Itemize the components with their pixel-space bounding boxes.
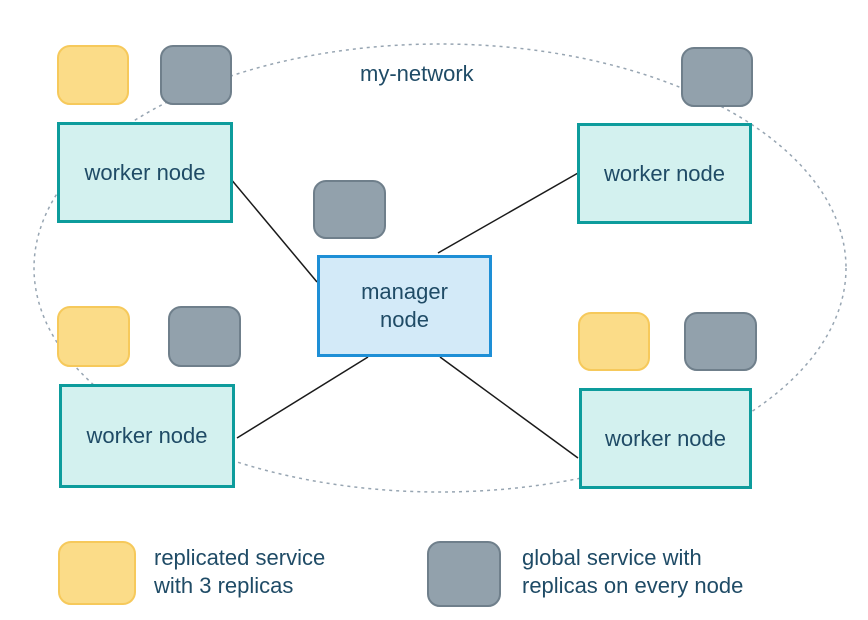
global-service-icon <box>168 306 241 367</box>
link-manager-to-worker-bottom-left <box>236 356 369 439</box>
replicated-service-icon <box>578 312 650 371</box>
global-service-icon <box>427 541 501 607</box>
legend-global-line2: replicas on every node <box>522 573 744 598</box>
link-manager-to-worker-top-right <box>437 172 579 254</box>
network-boundary-ellipse <box>33 43 847 493</box>
legend-global-service: global service with replicas on every no… <box>427 541 807 607</box>
legend-replicated-service: replicated service with 3 replicas <box>58 541 388 605</box>
worker-node-bottom-left: worker node <box>59 384 235 488</box>
global-service-icon <box>160 45 232 105</box>
worker-node-bottom-right: worker node <box>579 388 752 489</box>
replicated-service-icon <box>57 306 130 367</box>
worker-node-label: worker node <box>603 160 726 186</box>
replicated-service-icon <box>58 541 136 605</box>
manager-node: manager node <box>317 255 492 357</box>
global-service-icon <box>313 180 386 239</box>
replicated-service-icon <box>57 45 129 105</box>
manager-node-label: manager node <box>361 279 448 332</box>
worker-node-top-right: worker node <box>577 123 752 224</box>
link-worker-top-left-to-manager <box>229 177 318 283</box>
legend-global-text: global service with replicas on every no… <box>522 544 743 600</box>
legend-global-line1: global service with <box>522 545 702 570</box>
global-service-icon <box>681 47 753 107</box>
legend-replicated-text: replicated service with 3 replicas <box>154 544 325 600</box>
worker-node-top-left: worker node <box>57 122 233 223</box>
legend-replicated-line2: with 3 replicas <box>154 573 294 598</box>
legend-replicated-line1: replicated service <box>154 545 326 570</box>
global-service-icon <box>684 312 757 371</box>
worker-node-label: worker node <box>604 425 727 451</box>
worker-node-label: worker node <box>86 423 208 448</box>
link-manager-to-worker-bottom-right <box>439 356 579 459</box>
worker-node-label: worker node <box>84 159 206 185</box>
network-label: my-network <box>360 61 474 86</box>
